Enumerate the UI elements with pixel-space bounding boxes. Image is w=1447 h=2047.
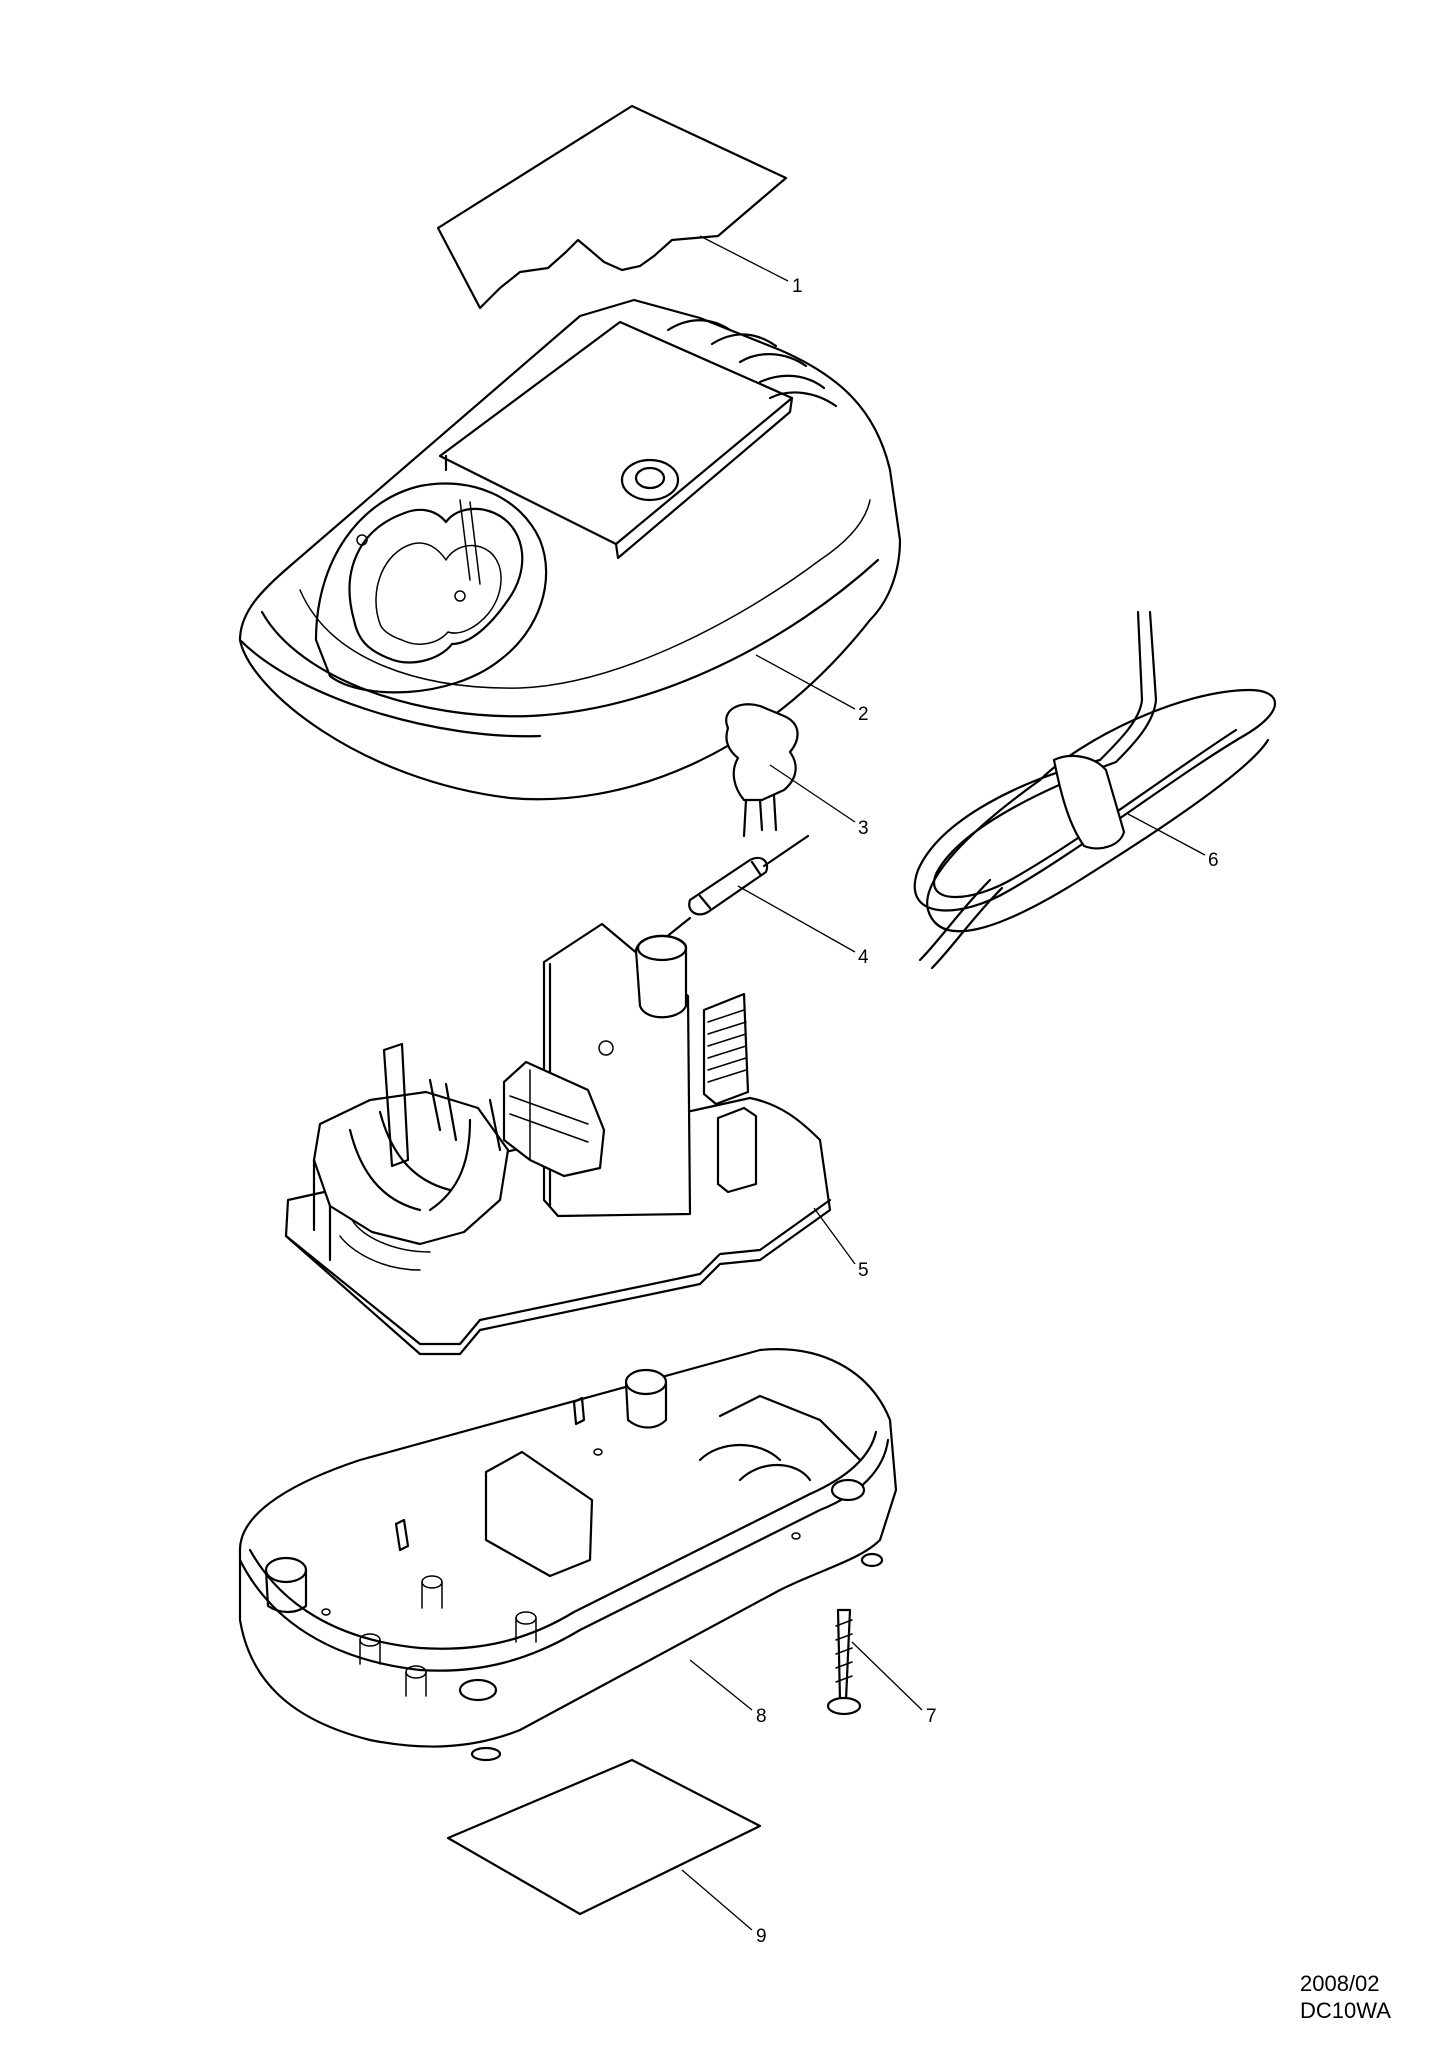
leader-line-9 (681, 1869, 753, 1931)
callout-3: 3 (858, 818, 869, 839)
leader-line-8 (689, 1659, 753, 1711)
callout-6: 6 (1208, 850, 1219, 871)
part-4-fuse (648, 834, 810, 952)
part-7-screw (826, 1608, 862, 1716)
callout-4: 4 (858, 947, 869, 968)
callout-2: 2 (858, 704, 869, 725)
callout-5: 5 (858, 1260, 869, 1281)
callout-7: 7 (926, 1706, 937, 1727)
part-6-power-cord (913, 610, 1276, 970)
footer: 2008/02 DC10WA (1300, 1970, 1391, 2024)
footer-model: DC10WA (1300, 1998, 1391, 2023)
part-2-upper-housing (238, 298, 902, 801)
leader-line-3 (769, 764, 856, 823)
footer-date: 2008/02 (1300, 1971, 1380, 1996)
callout-9: 9 (756, 1926, 767, 1947)
leader-line-2 (755, 654, 856, 710)
leader-line-4 (737, 885, 856, 953)
callout-8: 8 (756, 1706, 767, 1727)
part-1-top-label (436, 104, 788, 310)
part-5-circuit-board (284, 922, 832, 1356)
part-3-capacitor (725, 703, 799, 838)
part-8-lower-housing (238, 1348, 898, 1762)
callout-1: 1 (792, 276, 803, 297)
leader-line-7 (851, 1641, 923, 1711)
leader-line-1 (699, 235, 789, 282)
leader-line-5 (813, 1207, 856, 1265)
leader-line-6 (1127, 813, 1206, 856)
part-9-bottom-label (446, 1758, 762, 1916)
